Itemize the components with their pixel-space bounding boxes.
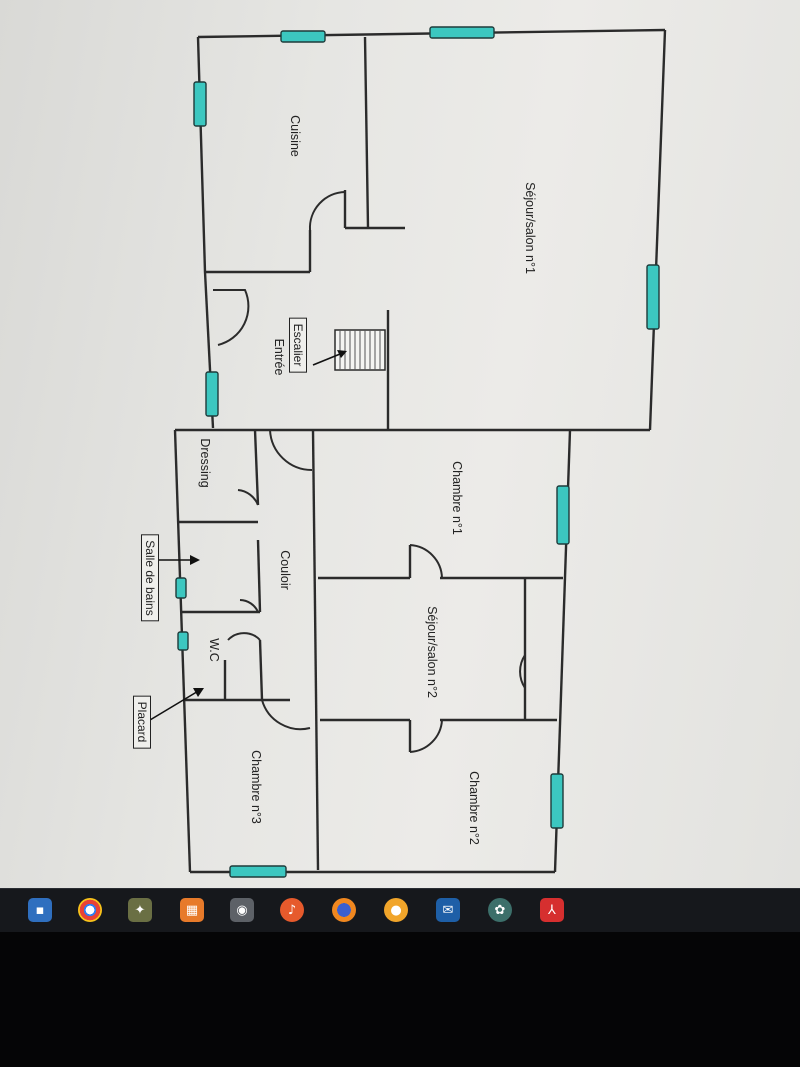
room-label-dressing: Dressing	[198, 438, 212, 488]
music-icon[interactable]: ♪	[280, 898, 304, 922]
room-label-couloir: Couloir	[278, 550, 292, 590]
acrobat-icon[interactable]: ⅄	[540, 898, 564, 922]
taskbar: ▪ ✦ ▦ ◉ ♪ ● ✉ ✿ ⅄	[0, 888, 800, 933]
staircase	[312, 329, 386, 371]
camera-icon[interactable]: ◉	[230, 898, 254, 922]
escalier-label: Escalier	[289, 317, 307, 373]
doors	[213, 191, 526, 753]
settings-icon[interactable]: ✿	[488, 898, 512, 922]
photos-icon[interactable]: ✦	[128, 898, 152, 922]
mail-icon[interactable]: ✉	[436, 898, 460, 922]
room-label-chambre2: Chambre n°2	[467, 771, 481, 845]
room-label-wc: W.C	[207, 638, 221, 662]
chrome-icon[interactable]	[78, 898, 102, 922]
room-label-sejour2: Séjour/salon n°2	[425, 606, 439, 698]
monitor-bezel	[0, 932, 800, 1067]
room-label-entree: Entrée	[272, 338, 286, 376]
placard-label: Placard	[133, 695, 151, 749]
room-label-sejour1: Séjour/salon n°1	[523, 182, 537, 274]
room-label-chambre1: Chambre n°1	[450, 461, 464, 535]
floor-plan	[173, 26, 667, 878]
salle-de-bains-label: Salle de bains	[141, 534, 159, 622]
media-icon[interactable]: ●	[384, 898, 408, 922]
screen: Cuisine Séjour/salon n°1 Escalier Entrée…	[0, 0, 800, 888]
walls	[173, 28, 667, 874]
firefox-icon[interactable]	[332, 898, 356, 922]
start-icon[interactable]: ▪	[28, 898, 52, 922]
room-label-chambre3: Chambre n°3	[249, 750, 263, 824]
app-icon[interactable]: ▦	[180, 898, 204, 922]
room-label-cuisine: Cuisine	[288, 115, 302, 157]
windows	[175, 26, 660, 878]
